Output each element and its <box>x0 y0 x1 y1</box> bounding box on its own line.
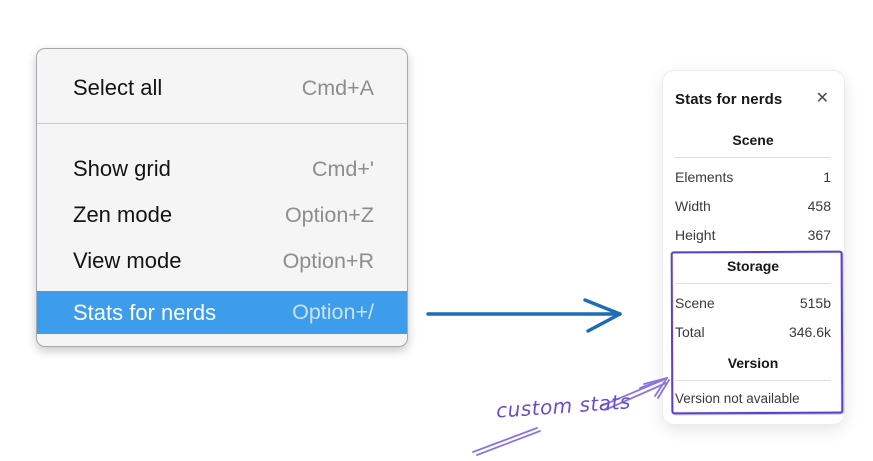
menu-item-label: Zen mode <box>73 202 173 227</box>
stats-panel: Stats for nerds ✕ Scene Elements 1 Width… <box>662 70 845 425</box>
blue-arrow <box>426 298 622 333</box>
menu-item-select-all[interactable]: Select all Cmd+A <box>37 65 407 111</box>
context-menu: Select all Cmd+A Show grid Cmd+' Zen mod… <box>36 48 408 347</box>
annotation-tail-stroke <box>472 427 541 456</box>
section-divider <box>675 157 831 158</box>
menu-item-view-mode[interactable]: View mode Option+R <box>37 238 407 284</box>
stat-label: Width <box>675 197 711 214</box>
stat-value: 367 <box>807 226 831 243</box>
menu-item-label: Select all <box>73 75 163 100</box>
section-heading-version: Version <box>727 355 779 371</box>
stat-row-elements: Elements 1 <box>675 162 831 191</box>
menu-item-zen-mode[interactable]: Zen mode Option+Z <box>37 192 407 238</box>
stat-label: Elements <box>675 168 734 185</box>
annotation-label: custom stats <box>495 389 632 423</box>
stat-row-width: Width 458 <box>675 191 831 220</box>
menu-item-label: Show grid <box>73 156 171 181</box>
section-divider <box>675 283 831 284</box>
stat-label: Height <box>675 226 716 243</box>
menu-item-shortcut: Option+/ <box>292 300 374 324</box>
section-heading-storage: Storage <box>726 258 780 274</box>
menu-separator <box>37 123 407 124</box>
stat-value: 346.6k <box>788 323 831 340</box>
menu-item-shortcut: Cmd+' <box>311 156 374 181</box>
menu-item-label: Stats for nerds <box>73 299 217 325</box>
menu-item-stats-for-nerds[interactable]: Stats for nerds Option+/ <box>37 291 407 334</box>
section-divider <box>675 380 831 381</box>
stat-value: 1 <box>823 168 831 185</box>
stat-value: 458 <box>807 197 831 214</box>
close-icon[interactable]: ✕ <box>815 90 829 107</box>
stat-row-height: Height 367 <box>675 220 831 249</box>
stat-row-scene-size: Scene 515b <box>675 288 831 317</box>
menu-item-shortcut: Option+Z <box>284 202 374 227</box>
version-message: Version not available <box>675 391 800 406</box>
stats-panel-title: Stats for nerds <box>675 90 783 108</box>
section-heading-scene: Scene <box>732 132 774 148</box>
stat-label: Scene <box>675 294 715 311</box>
stat-value: 515b <box>799 294 831 311</box>
menu-item-shortcut: Cmd+A <box>301 75 374 100</box>
scene-rows: Elements 1 Width 458 Height 367 <box>675 162 831 249</box>
menu-item-shortcut: Option+R <box>282 248 374 273</box>
menu-item-show-grid[interactable]: Show grid Cmd+' <box>37 146 407 192</box>
stats-panel-header: Stats for nerds ✕ <box>675 88 831 110</box>
menu-item-label: View mode <box>73 248 182 273</box>
stat-row-total-size: Total 346.6k <box>675 317 831 346</box>
storage-rows: Scene 515b Total 346.6k <box>675 288 831 346</box>
stat-label: Total <box>675 323 705 340</box>
